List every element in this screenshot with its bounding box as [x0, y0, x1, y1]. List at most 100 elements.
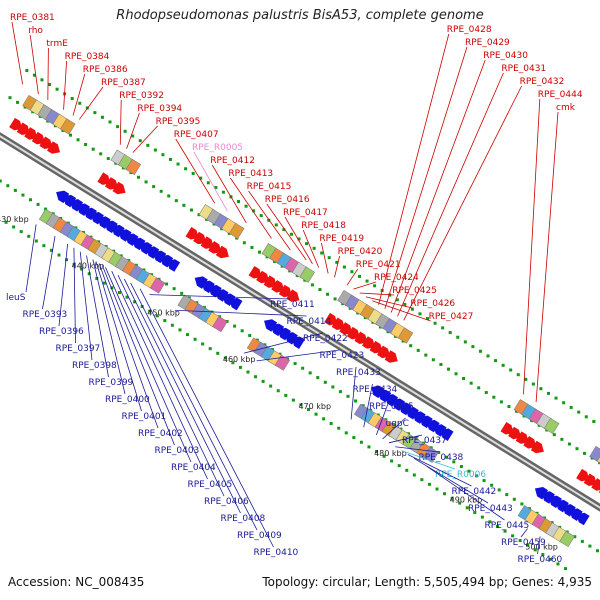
- guide-dot: [326, 292, 330, 296]
- guide-dot: [117, 290, 121, 294]
- guide-dot: [511, 534, 515, 538]
- guide-dot: [161, 153, 165, 157]
- guide-dot: [405, 468, 409, 472]
- guide-dot: [556, 562, 560, 566]
- reverse-gene-label: RPE_0404: [171, 463, 216, 473]
- reverse-label-leader: [174, 309, 307, 317]
- guide-dot: [509, 368, 513, 372]
- forward-gene-block: [60, 118, 76, 135]
- guide-dot: [512, 497, 516, 501]
- guide-dot: [167, 194, 171, 198]
- guide-dot: [338, 390, 342, 394]
- forward-label-leader: [72, 73, 86, 116]
- forward-gene-arrow: [346, 326, 360, 340]
- reverse-gene-label: RPE_0401: [122, 412, 167, 422]
- reverse-gene-arrow: [569, 508, 583, 521]
- forward-gene-arrow: [24, 127, 38, 140]
- guide-dot: [148, 309, 152, 313]
- guide-dot: [314, 412, 318, 416]
- forward-gene-arrow: [200, 236, 214, 249]
- guide-dot: [316, 376, 320, 380]
- guide-dot: [49, 248, 53, 252]
- guide-dot: [573, 535, 577, 539]
- guide-dot: [520, 502, 524, 506]
- guide-dot: [503, 529, 507, 533]
- reverse-gene-label: RPE_0393: [23, 310, 68, 320]
- reverse-gene-arrow: [426, 419, 440, 433]
- forward-gene-arrow: [515, 431, 529, 444]
- guide-dot: [560, 437, 564, 441]
- forward-label-leader: [346, 268, 359, 286]
- reverse-gene-label: RPE_0411: [270, 300, 315, 310]
- forward-gene-label: RPE_0432: [520, 77, 565, 87]
- forward-gene-labels: RPE_0381rhotrmERPE_0384RPE_0386RPE_0387R…: [10, 13, 583, 403]
- guide-dot: [418, 312, 422, 316]
- forward-label-leader: [302, 229, 320, 268]
- guide-dot: [276, 389, 280, 393]
- forward-gene-arrow: [278, 284, 292, 298]
- forward-gene-arrow: [256, 270, 270, 284]
- guide-dot: [499, 400, 503, 404]
- forward-label-leader: [47, 47, 49, 100]
- reverse-gene-arrow: [548, 495, 562, 509]
- reverse-gene-label: RPE_0399: [89, 378, 134, 388]
- guide-dot: [95, 276, 99, 280]
- reverse-gene-arrow: [132, 237, 146, 251]
- map-title: Rhodopseudomonas palustris BisA53, compl…: [0, 8, 600, 23]
- guide-dot: [174, 199, 178, 203]
- forward-label-leader: [79, 86, 104, 120]
- reverse-gene-arrow: [139, 242, 153, 255]
- guide-dot: [427, 482, 431, 486]
- reverse-gene-label: RPE_R0006: [435, 470, 486, 480]
- forward-label-leader: [119, 99, 122, 145]
- forward-gene-label: RPE_0430: [483, 51, 528, 61]
- guide-dot: [531, 382, 535, 386]
- forward-gene-label: RPE_0415: [247, 182, 292, 192]
- forward-gene-arrow: [9, 117, 23, 131]
- guide-dot: [172, 287, 176, 291]
- forward-gene-label: RPE_0429: [465, 38, 510, 48]
- forward-gene-label: RPE_0426: [410, 299, 455, 309]
- reverse-label-leader: [25, 224, 37, 293]
- guide-dot: [365, 279, 369, 283]
- genome-axis-layer: [0, 132, 600, 512]
- reverse-gene-label: RPE_0408: [221, 514, 266, 524]
- guide-dot: [524, 377, 528, 381]
- reverse-label-leader: [363, 383, 373, 428]
- guide-dot: [323, 380, 327, 384]
- forward-label-leader: [390, 59, 486, 313]
- guide-dot: [65, 258, 69, 262]
- guide-dot: [350, 270, 354, 274]
- forward-label-leader: [266, 203, 307, 261]
- guide-dot: [552, 433, 556, 437]
- forward-label-leader: [365, 296, 413, 309]
- guide-dot: [469, 381, 473, 385]
- guide-dot: [435, 487, 439, 491]
- guide-dot: [335, 260, 339, 264]
- guide-dot: [214, 185, 218, 189]
- reverse-gene-arrow: [118, 229, 132, 242]
- guide-dot: [497, 488, 501, 492]
- reverse-label-leader: [42, 236, 56, 310]
- guide-dot: [595, 549, 599, 553]
- guide-dot: [100, 115, 104, 119]
- reverse-gene-arrow: [167, 259, 181, 272]
- reverse-gene-label: RPE_0397: [56, 344, 101, 354]
- reverse-gene-arrow: [576, 512, 590, 526]
- guide-dot: [412, 473, 416, 477]
- guide-dot: [191, 171, 195, 175]
- guide-dot: [125, 295, 129, 299]
- reverse-gene-arrow: [83, 207, 97, 221]
- reverse-gene-arrow: [69, 199, 84, 212]
- guide-dot: [237, 200, 241, 204]
- guide-dot: [583, 451, 587, 455]
- guide-dot: [433, 321, 437, 325]
- guide-dot: [541, 553, 545, 557]
- reverse-label-leader: [395, 446, 439, 453]
- guide-dot: [102, 281, 106, 285]
- scale-label: 500 kbp: [525, 542, 558, 551]
- reverse-label-leader: [413, 458, 489, 504]
- guide-dot: [431, 358, 435, 362]
- forward-gene-label: RPE_0431: [501, 64, 546, 74]
